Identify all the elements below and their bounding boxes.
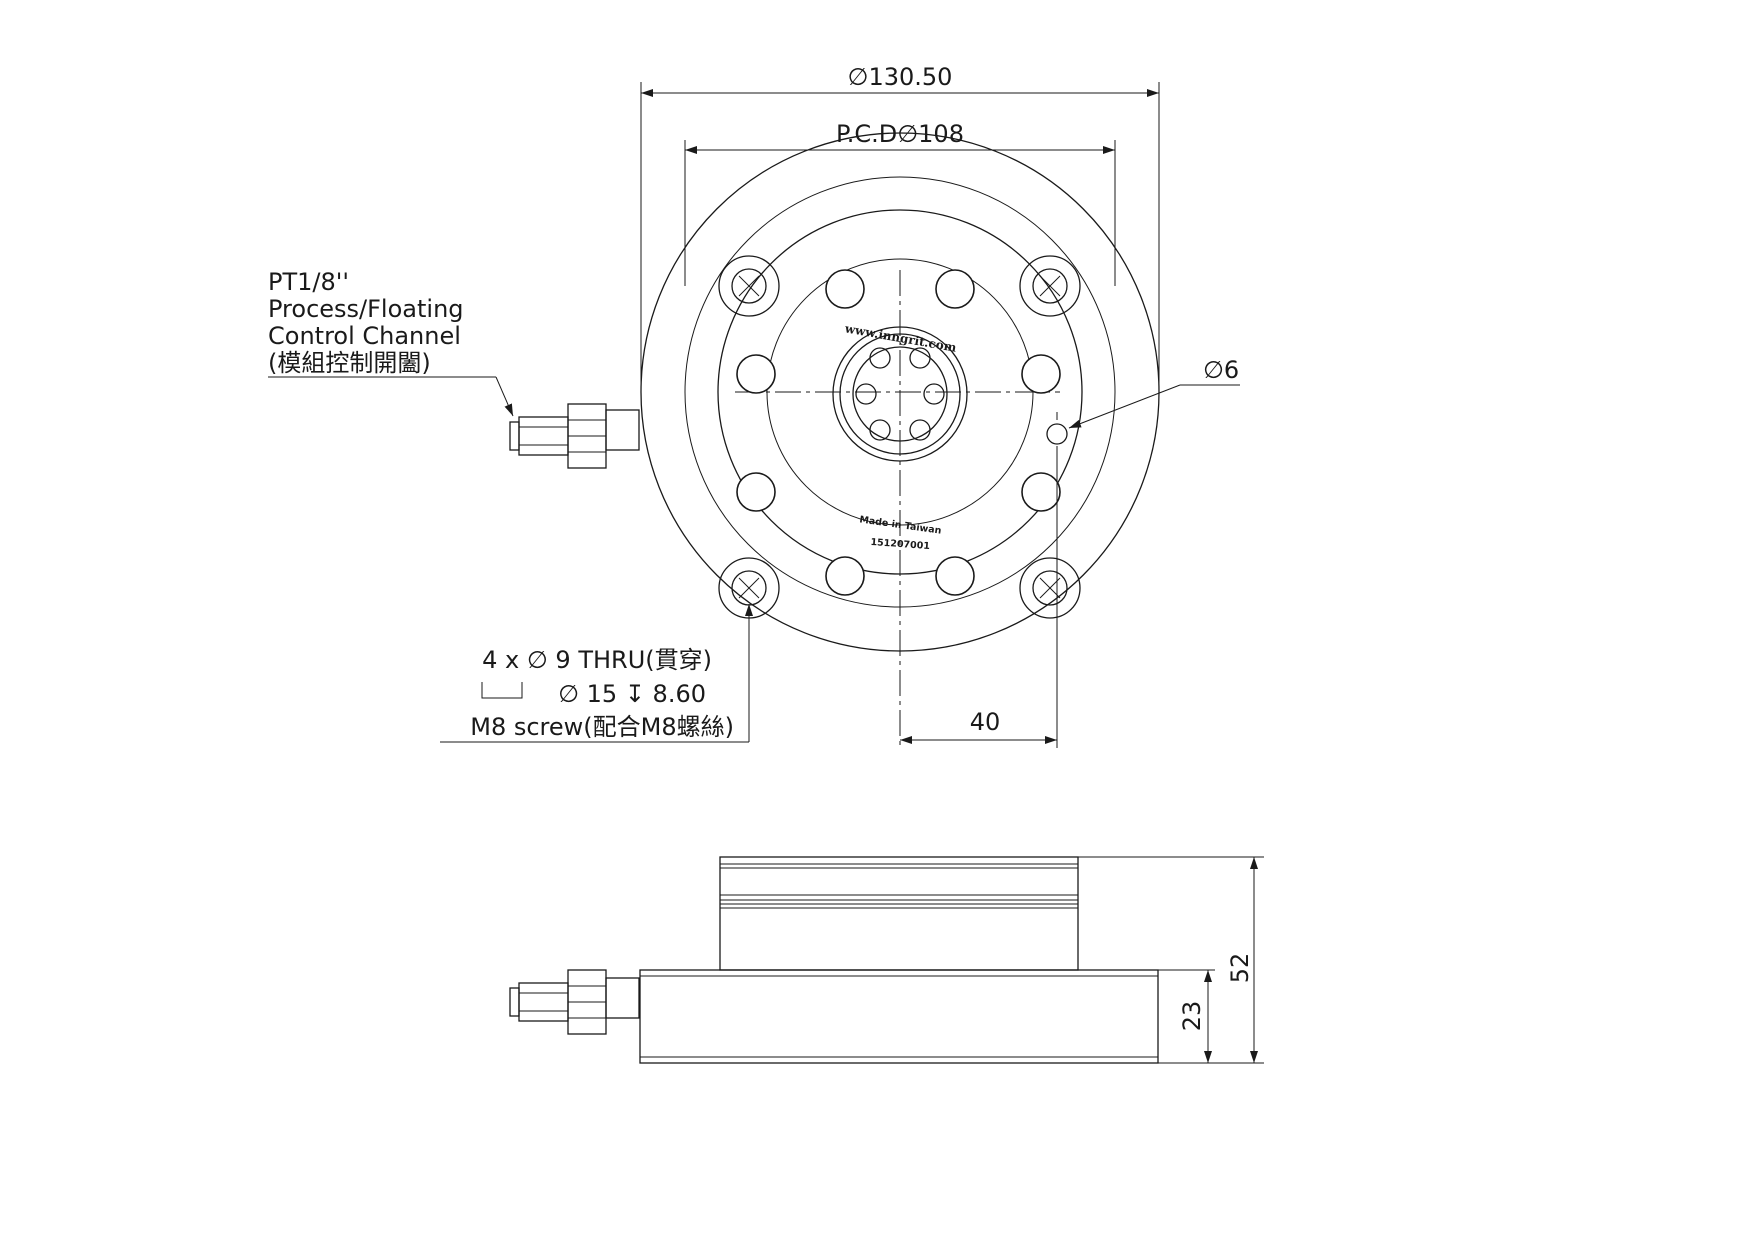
dim-small-hole-label: ∅6 (1203, 356, 1239, 384)
counterbore-symbol (481, 682, 523, 699)
hole-callout-line1: 4 x ∅ 9 THRU(貫穿) (482, 646, 712, 674)
dim-outer-diameter-label: ∅130.50 (848, 63, 953, 91)
top-view: www.inngrit.com Made in Taiwan 151207001… (268, 63, 1240, 748)
mounting-holes (736, 269, 1061, 596)
thru-hole-top-right (1019, 255, 1081, 317)
hole-callout-line3: M8 screw(配合M8螺絲) (470, 713, 734, 741)
dim-offset-label: 40 (970, 708, 1001, 736)
serial-mark: 151207001 (870, 537, 930, 552)
dim-pcd: P.C.D∅108 (684, 120, 1116, 286)
side-view: 52 23 (509, 856, 1264, 1064)
thru-holes (718, 255, 1081, 619)
base-flange (639, 969, 1159, 1064)
port-fitting-side (509, 969, 640, 1035)
dim-offset: 40 (900, 446, 1058, 748)
dim-small-hole: ∅6 (1068, 356, 1240, 429)
hole-callout: 4 x ∅ 9 THRU(貫穿) ∅ 15 ↧ 8.60 M8 screw(配合… (440, 604, 753, 743)
dim-total-height: 52 (1078, 856, 1264, 1064)
port-callout-line1: PT1/8'' (268, 268, 349, 296)
dim-pcd-label: P.C.D∅108 (836, 120, 964, 148)
port-callout-line4: (模組控制開闔) (268, 349, 431, 377)
port-callout-line3: Control Channel (268, 322, 461, 350)
thru-hole-bottom-right (1019, 557, 1081, 619)
hub-body (719, 856, 1079, 971)
dim-base-height-label: 23 (1178, 1001, 1206, 1032)
thru-hole-top-left (718, 255, 780, 317)
dim-outer-diameter: ∅130.50 (640, 63, 1160, 394)
bore-pins (855, 347, 945, 441)
dim-total-height-label: 52 (1226, 953, 1254, 984)
dim-base-height: 23 (1158, 969, 1215, 1063)
port-callout: PT1/8'' Process/Floating Control Channel… (268, 268, 514, 417)
hole-callout-line2: ∅ 15 ↧ 8.60 (558, 680, 706, 708)
small-hole (1046, 423, 1068, 445)
port-fitting-top (509, 403, 640, 469)
port-callout-line2: Process/Floating (268, 295, 464, 323)
